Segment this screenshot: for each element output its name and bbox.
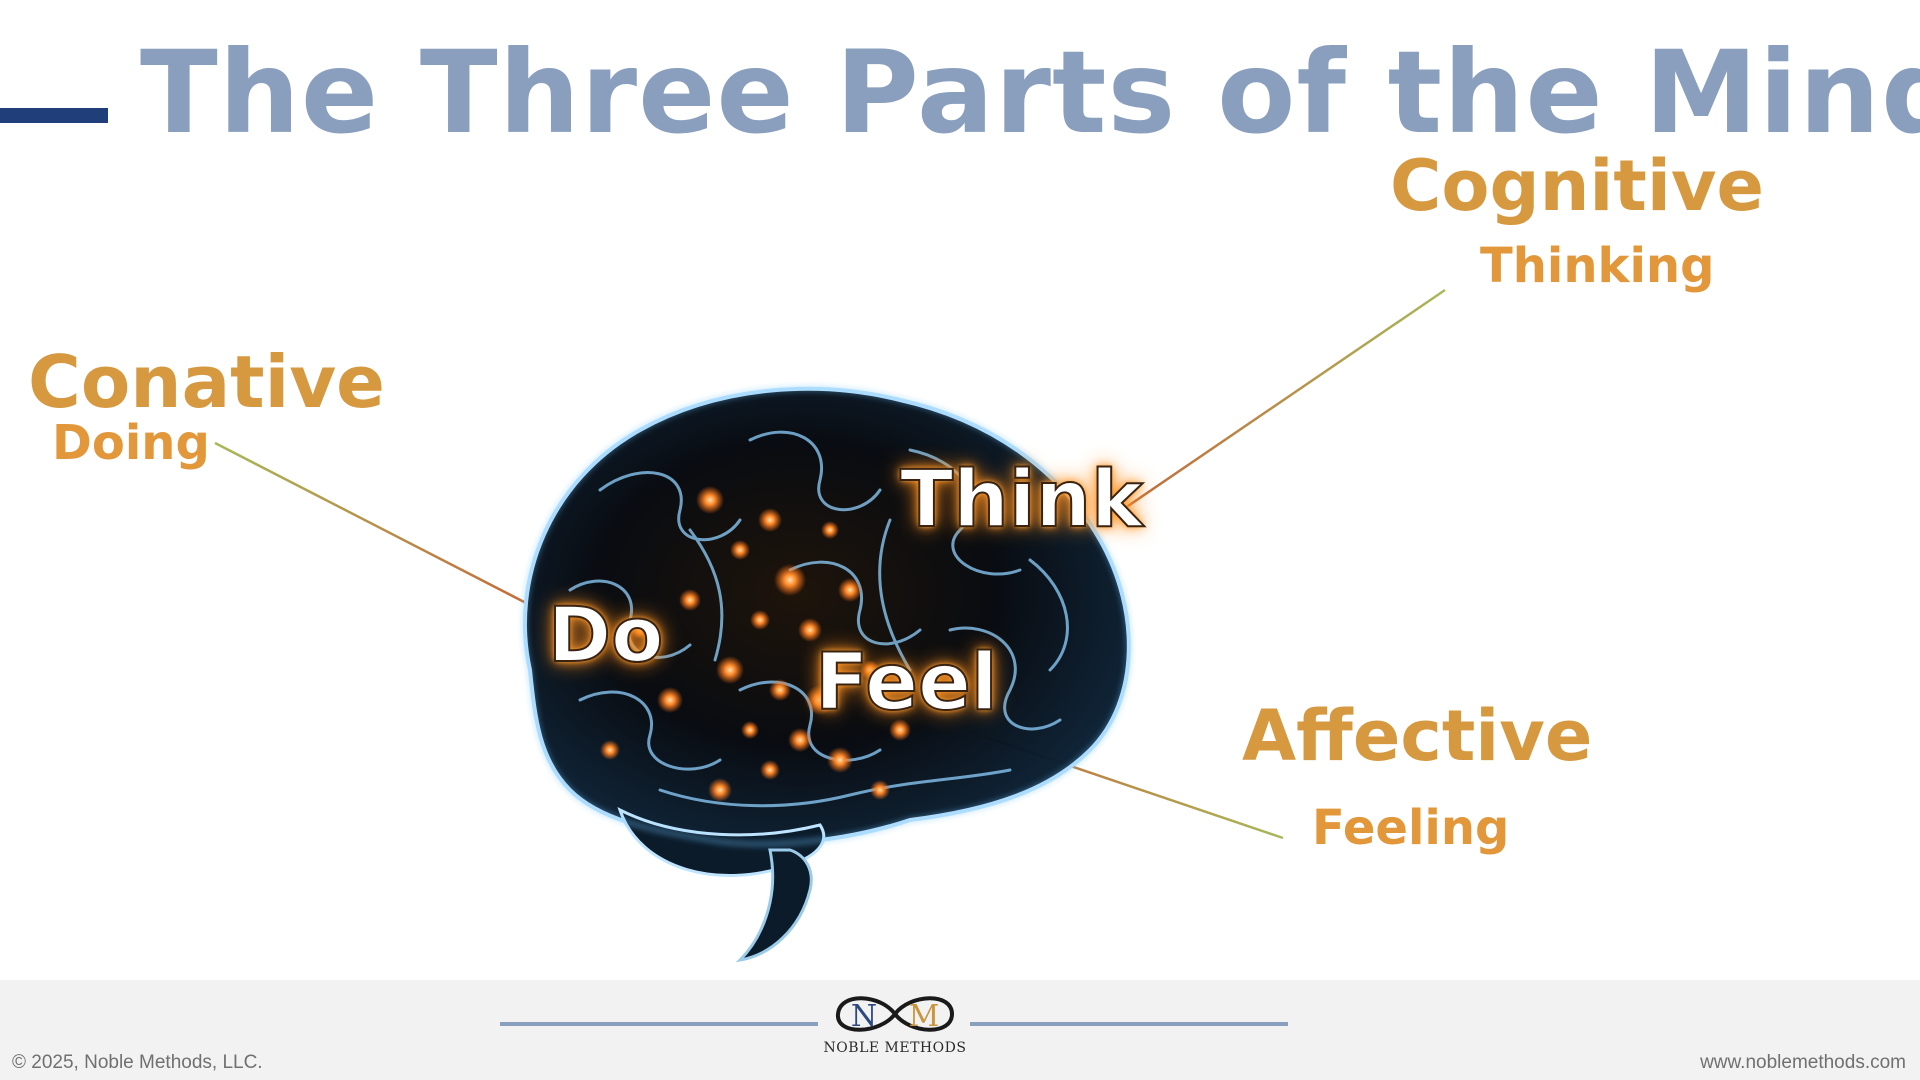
footer-divider-left: [500, 1022, 818, 1026]
conative-label: Conative: [28, 340, 386, 424]
footer-divider-right: [970, 1022, 1288, 1026]
cognitive-label: Cognitive: [1390, 145, 1764, 227]
conative-connector: [214, 441, 531, 607]
brain-word-do: Do: [547, 589, 664, 680]
title-accent-bar: [0, 108, 108, 123]
affective-label: Affective: [1242, 695, 1593, 777]
brain-word-think: Think: [899, 454, 1144, 546]
doing-sublabel: Doing: [52, 415, 210, 471]
cognitive-connector: [1124, 288, 1446, 510]
brain-illustration: [521, 385, 1132, 963]
slide-footer: [0, 980, 1920, 1080]
logo-letter-n: N: [851, 999, 877, 1034]
brain-word-feel: Feel: [814, 637, 999, 729]
thinking-sublabel: Thinking: [1480, 238, 1715, 294]
noble-methods-logo: N M: [836, 996, 955, 1034]
feeling-sublabel: Feeling: [1312, 800, 1510, 856]
website-link[interactable]: www.noblemethods.com: [1700, 1052, 1906, 1073]
logo-letter-m: M: [909, 999, 940, 1034]
copyright-text: © 2025, Noble Methods, LLC.: [12, 1052, 263, 1073]
slide-title: The Three Parts of the Mind: [140, 26, 1920, 159]
logo-caption: NOBLE METHODS: [823, 1040, 967, 1056]
